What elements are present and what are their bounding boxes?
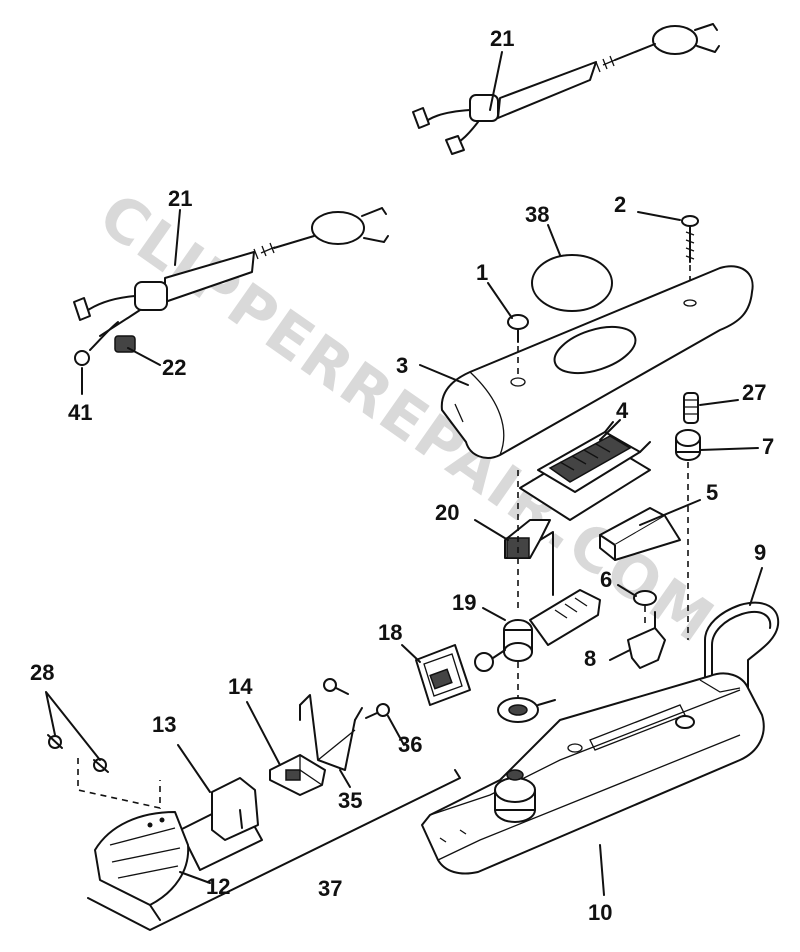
armature-19 bbox=[474, 589, 601, 672]
callout-37: 37 bbox=[318, 876, 342, 901]
callout-19: 19 bbox=[452, 590, 476, 615]
callout-27: 27 bbox=[742, 380, 766, 405]
plate-18 bbox=[415, 644, 471, 706]
callout-41: 41 bbox=[68, 400, 92, 425]
callout-21-left: 21 bbox=[168, 186, 192, 211]
callout-22: 22 bbox=[162, 355, 186, 380]
callout-9: 9 bbox=[754, 540, 766, 565]
callout-21-top: 21 bbox=[490, 26, 514, 51]
coil-4 bbox=[519, 421, 651, 521]
screw-2 bbox=[681, 215, 699, 300]
clip-5 bbox=[599, 507, 681, 561]
washer-6 bbox=[633, 590, 657, 606]
callout-20: 20 bbox=[435, 500, 459, 525]
screw-1 bbox=[507, 314, 529, 378]
callout-2: 2 bbox=[614, 192, 626, 217]
gasket-38 bbox=[531, 254, 613, 312]
blade-12 bbox=[94, 811, 190, 921]
callout-labels: 21 21 2 38 1 22 41 3 27 4 7 20 5 9 6 19 … bbox=[30, 26, 774, 925]
callout-7: 7 bbox=[762, 434, 774, 459]
cord-assembly-left bbox=[73, 207, 389, 366]
cord-assembly-top bbox=[412, 23, 720, 155]
wire-9 bbox=[704, 601, 780, 691]
screws-36 bbox=[323, 678, 390, 719]
top-housing-3 bbox=[440, 265, 754, 459]
screws-28 bbox=[47, 734, 161, 809]
spring-27 bbox=[683, 392, 699, 424]
latch-14 bbox=[269, 754, 326, 796]
callout-4: 4 bbox=[616, 398, 629, 423]
callout-18: 18 bbox=[378, 620, 402, 645]
bracket-8 bbox=[627, 611, 666, 669]
callout-6: 6 bbox=[600, 567, 612, 592]
blade-guide-13 bbox=[179, 777, 263, 871]
callout-3: 3 bbox=[396, 353, 408, 378]
bushing-7 bbox=[675, 429, 701, 461]
callout-13: 13 bbox=[152, 712, 176, 737]
leader-lines bbox=[45, 51, 763, 896]
bottom-housing-10 bbox=[421, 672, 765, 875]
callout-28: 28 bbox=[30, 660, 54, 685]
callout-38: 38 bbox=[525, 202, 549, 227]
callout-8: 8 bbox=[584, 646, 596, 671]
watermark-text: CLIPPERREPAIR.COM bbox=[86, 180, 727, 658]
gear-drive bbox=[497, 697, 556, 723]
assembly-bracket-37 bbox=[87, 769, 461, 931]
callout-5: 5 bbox=[706, 480, 718, 505]
callout-36: 36 bbox=[398, 732, 422, 757]
callout-12: 12 bbox=[206, 874, 230, 899]
callout-14: 14 bbox=[228, 674, 253, 699]
callout-1: 1 bbox=[476, 260, 488, 285]
callout-10: 10 bbox=[588, 900, 612, 925]
callout-35: 35 bbox=[338, 788, 362, 813]
spring-clip-35 bbox=[299, 694, 363, 771]
